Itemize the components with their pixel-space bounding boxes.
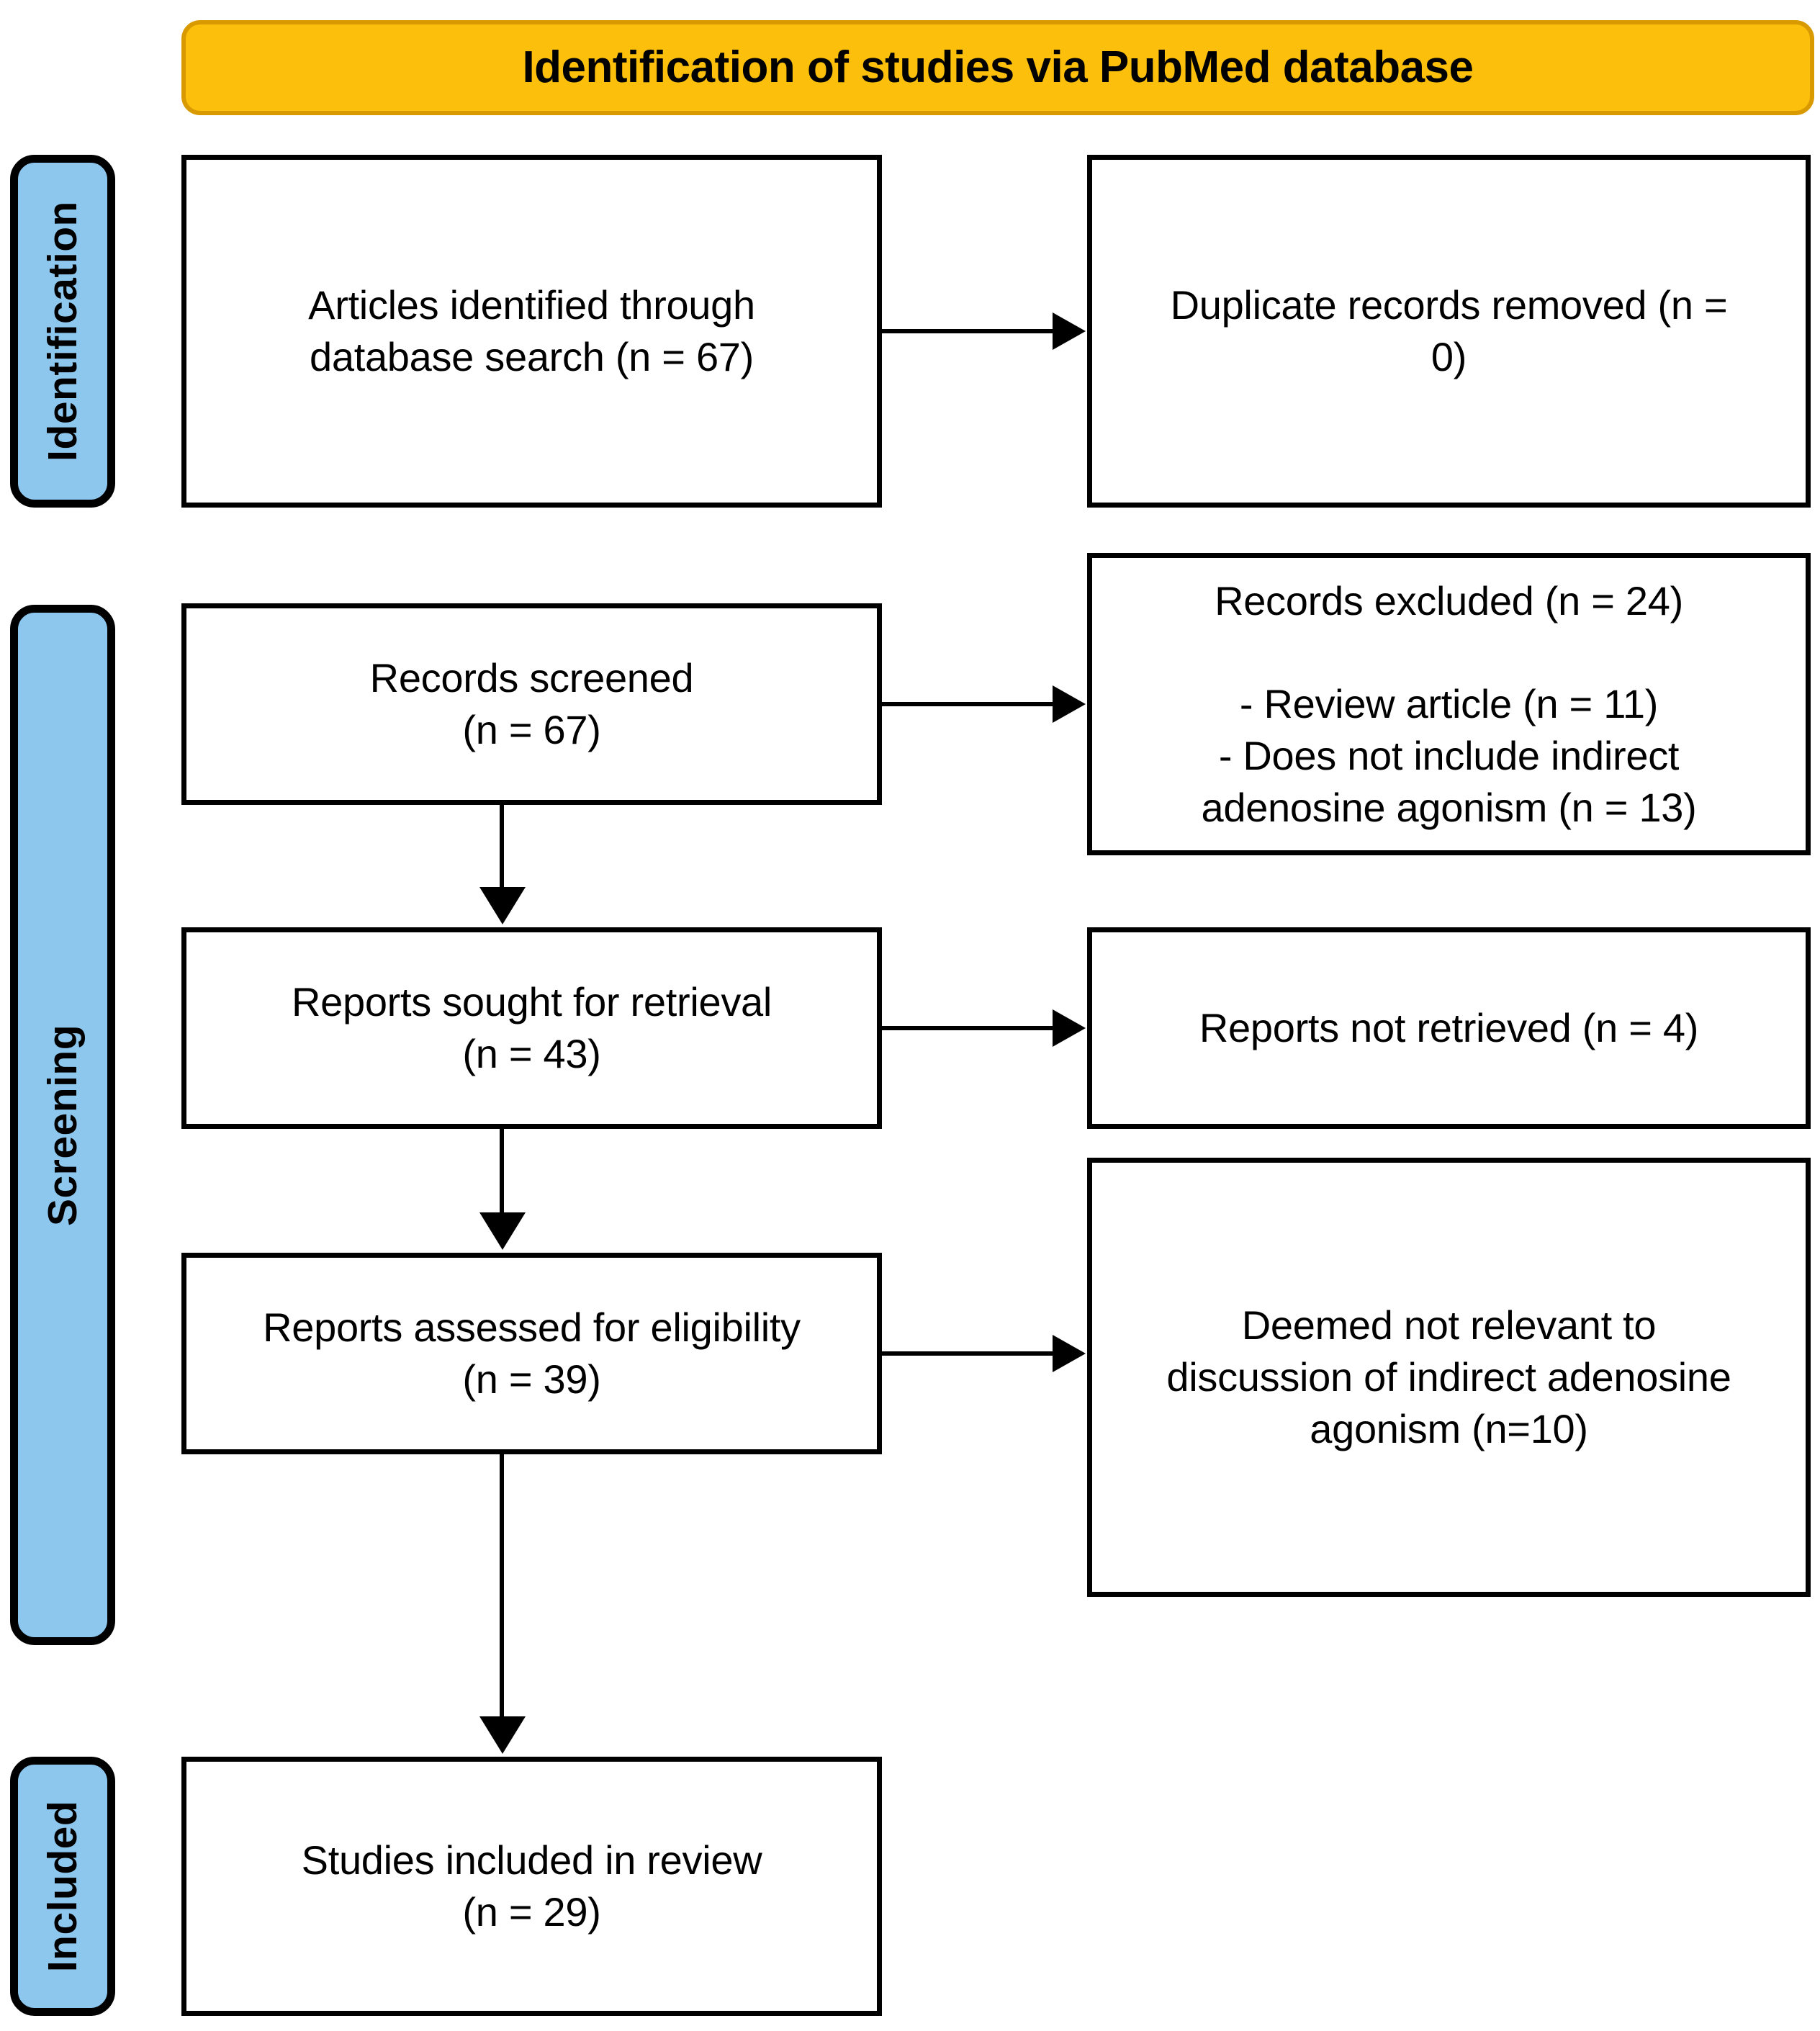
connector-identified-to-duplicates xyxy=(882,329,1055,333)
arrow-right-icon xyxy=(1053,685,1086,723)
arrow-right-icon xyxy=(1053,312,1086,350)
stage-bar-included: Included xyxy=(10,1757,115,2016)
box-duplicate-records-text: Duplicate records removed (n = 0) xyxy=(1170,282,1728,379)
arrow-down-icon xyxy=(479,1212,526,1250)
arrow-right-icon xyxy=(1053,1335,1086,1372)
arrow-right-icon xyxy=(1053,1009,1086,1047)
connector-screened-to-excluded xyxy=(882,702,1055,706)
stage-bar-identification: Identification xyxy=(10,155,115,508)
box-reports-assessed-for-eligibility: Reports assessed for eligibility (n = 39… xyxy=(181,1253,882,1454)
box-records-excluded-text: Records excluded (n = 24) - Review artic… xyxy=(1201,577,1697,830)
box-records-excluded: Records excluded (n = 24) - Review artic… xyxy=(1087,553,1811,855)
box-articles-identified-text: Articles identified through database sea… xyxy=(308,282,755,379)
box-deemed-not-relevant-text: Deemed not relevant to discussion of ind… xyxy=(1166,1302,1731,1451)
page-title: Identification of studies via PubMed dat… xyxy=(522,42,1474,92)
box-studies-included-text: Studies included in review (n = 29) xyxy=(301,1837,762,1935)
box-records-screened-text: Records screened (n = 67) xyxy=(369,655,694,752)
box-records-screened: Records screened (n = 67) xyxy=(181,603,882,805)
box-reports-not-retrieved-text: Reports not retrieved (n = 4) xyxy=(1199,1005,1699,1051)
box-reports-sought-text: Reports sought for retrieval (n = 43) xyxy=(291,979,772,1076)
arrow-down-icon xyxy=(479,887,526,924)
box-articles-identified: Articles identified through database sea… xyxy=(181,155,882,508)
box-reports-not-retrieved: Reports not retrieved (n = 4) xyxy=(1087,927,1811,1129)
box-studies-included-in-review: Studies included in review (n = 29) xyxy=(181,1757,882,2016)
stage-label-screening: Screening xyxy=(40,1024,86,1226)
box-reports-assessed-text: Reports assessed for eligibility (n = 39… xyxy=(263,1305,801,1402)
box-duplicate-records-removed: Duplicate records removed (n = 0) xyxy=(1087,155,1811,508)
stage-bar-screening: Screening xyxy=(10,605,115,1645)
connector-assessed-to-included xyxy=(500,1454,504,1719)
connector-sought-to-not-retrieved xyxy=(882,1026,1055,1030)
stage-label-identification: Identification xyxy=(40,201,86,461)
connector-assessed-to-not-relevant xyxy=(882,1351,1055,1356)
diagram-header-banner: Identification of studies via PubMed dat… xyxy=(181,20,1814,115)
stage-label-included: Included xyxy=(40,1800,86,1973)
connector-sought-to-assessed xyxy=(500,1129,504,1215)
box-reports-sought-for-retrieval: Reports sought for retrieval (n = 43) xyxy=(181,927,882,1129)
box-deemed-not-relevant: Deemed not relevant to discussion of ind… xyxy=(1087,1158,1811,1597)
arrow-down-icon xyxy=(479,1716,526,1754)
connector-screened-to-sought xyxy=(500,805,504,890)
